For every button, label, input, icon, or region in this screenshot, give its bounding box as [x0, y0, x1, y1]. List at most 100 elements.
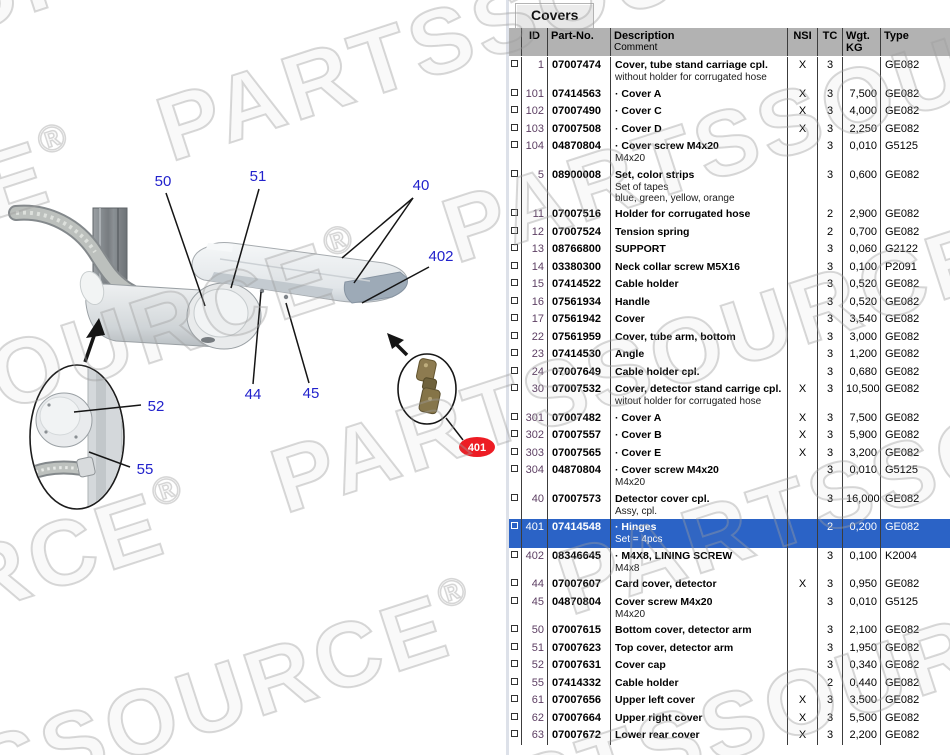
row-select-checkbox[interactable]	[509, 293, 522, 311]
row-select-checkbox[interactable]	[509, 223, 522, 241]
callout-401-selected[interactable]: 401	[459, 437, 495, 457]
callout-52[interactable]: 52	[148, 398, 165, 415]
row-select-checkbox[interactable]	[509, 328, 522, 346]
cell-id: 103	[522, 120, 548, 138]
callout-55[interactable]: 55	[137, 461, 154, 478]
row-comment: Set = 4pcs	[615, 534, 663, 545]
row-select-checkbox[interactable]	[509, 409, 522, 427]
row-select-checkbox[interactable]	[509, 490, 522, 519]
row-comment: M4x20	[615, 153, 646, 164]
row-select-checkbox[interactable]	[509, 381, 522, 410]
callout-45[interactable]: 45	[303, 385, 320, 402]
cell-nsi: X	[788, 576, 818, 594]
table-header: ID Part-No. Description Comment NSI TC W…	[509, 28, 950, 56]
callout-51[interactable]: 51	[250, 168, 267, 185]
row-select-checkbox[interactable]	[509, 258, 522, 276]
cell-type: GE082	[885, 446, 920, 459]
row-select-checkbox[interactable]	[509, 519, 522, 548]
checkbox-icon	[511, 314, 518, 321]
row-select-checkbox[interactable]	[509, 674, 522, 692]
cell-id: 101	[522, 85, 548, 103]
row-select-checkbox[interactable]	[509, 622, 522, 640]
row-select-checkbox[interactable]	[509, 547, 522, 576]
callout-40[interactable]: 40	[413, 177, 430, 194]
cell-part-no: 03380300	[548, 258, 611, 276]
row-select-checkbox[interactable]	[509, 427, 522, 445]
cell-part-no: 08900008	[548, 166, 611, 206]
cell-id: 44	[522, 576, 548, 594]
cell-nsi	[788, 223, 818, 241]
cell-type: GE082	[885, 105, 920, 117]
tab-covers[interactable]: Covers	[515, 3, 595, 28]
row-select-checkbox[interactable]	[509, 657, 522, 675]
row-select-checkbox[interactable]	[509, 206, 522, 224]
cell-id: 22	[522, 328, 548, 346]
cell-nsi: X	[788, 727, 818, 745]
row-select-checkbox[interactable]	[509, 444, 522, 462]
row-select-checkbox[interactable]	[509, 138, 522, 167]
row-select-checkbox[interactable]	[509, 576, 522, 594]
row-select-checkbox[interactable]	[509, 462, 522, 491]
row-select-checkbox[interactable]	[509, 346, 522, 364]
cell-type: G5125	[885, 140, 919, 152]
row-select-checkbox[interactable]	[509, 311, 522, 329]
row-select-checkbox[interactable]	[509, 593, 522, 622]
cell-part-no: 04870804	[548, 462, 611, 491]
row-select-checkbox[interactable]	[509, 103, 522, 121]
row-select-checkbox[interactable]	[509, 727, 522, 745]
cell-wgt-kg: 7,500	[843, 409, 881, 427]
callout-44[interactable]: 44	[245, 386, 262, 403]
checkbox-icon	[511, 106, 518, 113]
row-select-checkbox[interactable]	[509, 363, 522, 381]
row-select-checkbox[interactable]	[509, 692, 522, 710]
callout-402[interactable]: 402	[428, 248, 453, 265]
row-select-checkbox[interactable]	[509, 120, 522, 138]
row-select-checkbox[interactable]	[509, 709, 522, 727]
row-comment: M4x20	[615, 608, 646, 620]
row-select-checkbox[interactable]	[509, 85, 522, 103]
cell-id: 24	[522, 363, 548, 381]
row-select-checkbox[interactable]	[509, 166, 522, 206]
row-select-checkbox[interactable]	[509, 639, 522, 657]
row-select-checkbox[interactable]	[509, 276, 522, 294]
checkbox-icon	[511, 579, 518, 586]
row-select-checkbox[interactable]	[509, 57, 522, 86]
row-select-checkbox[interactable]	[509, 241, 522, 259]
cell-tc: 3	[818, 409, 843, 427]
header-part-no: Part-No.	[548, 28, 611, 56]
callout-50[interactable]: 50	[155, 173, 172, 190]
